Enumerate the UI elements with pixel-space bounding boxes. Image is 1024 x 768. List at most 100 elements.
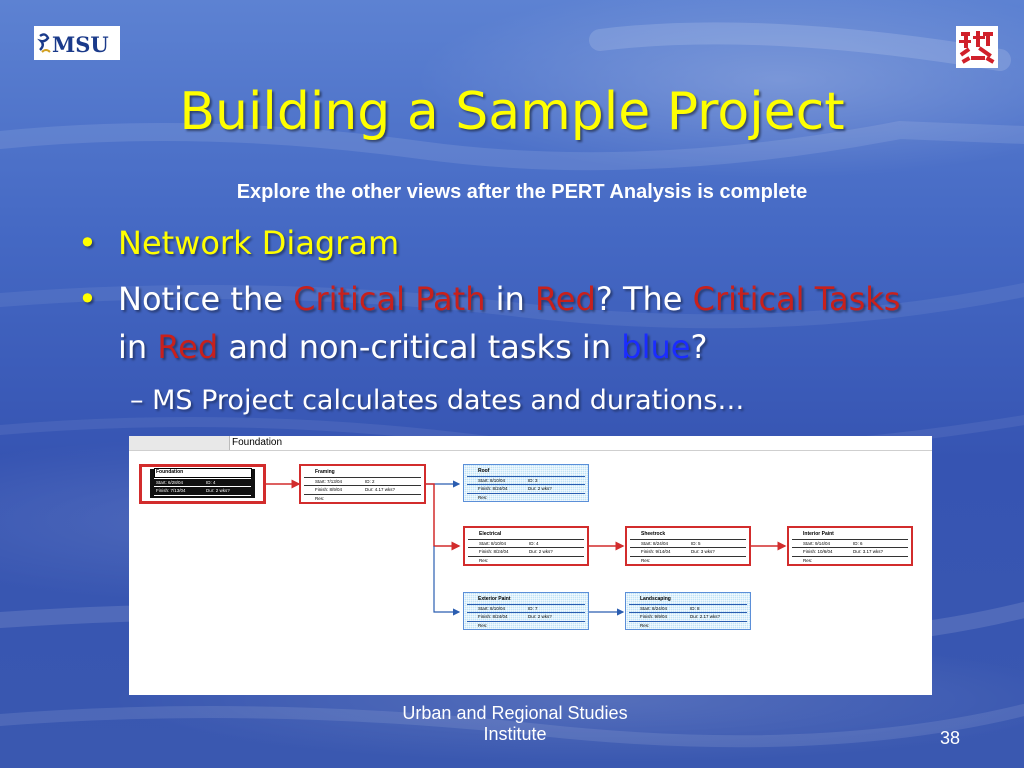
task-name: Framing: [315, 469, 335, 475]
task-divider: [467, 621, 585, 622]
task-finish: Finish: 10/6/04: [803, 549, 833, 554]
task-node-framing[interactable]: Framing Start: 7/13/04 ID: 2 Finish: 8/9…: [299, 464, 426, 504]
task-divider: [468, 547, 584, 548]
task-start: Start: 7/13/04: [315, 479, 343, 484]
red-text: Red: [157, 328, 219, 366]
task-finish: Finish: 8/24/04: [478, 486, 508, 491]
task-divider: [467, 604, 585, 605]
task-node-exterior-paint[interactable]: Exterior Paint Start: 8/10/04 ID: 7 Fini…: [463, 592, 589, 630]
task-node-electrical[interactable]: Electrical Start: 8/10/04 ID: 4 Finish: …: [463, 526, 589, 566]
institute-logo-icon: [959, 31, 995, 64]
task-duration: Dur: 2 wks?: [528, 614, 552, 619]
task-finish: Finish: 9/14/04: [641, 549, 671, 554]
task-duration: Dur: 2 wks?: [529, 549, 553, 554]
msu-logo-text: MSU: [52, 32, 109, 57]
task-name: Roof: [478, 468, 490, 474]
task-divider: [629, 621, 747, 622]
sub-bullet-text: MS Project calculates dates and duration…: [152, 385, 745, 416]
bullet-critical-path-continued: in Red and non-critical tasks in blue?: [118, 328, 707, 366]
task-start: Start: 8/10/04: [478, 478, 506, 483]
task-node-landscaping[interactable]: Landscaping Start: 8/24/04 ID: 8 Finish:…: [625, 592, 751, 630]
bullet-text-part: ?: [690, 328, 708, 366]
task-divider: [629, 604, 747, 605]
institute-logo: [956, 26, 998, 68]
task-id: ID: 6: [853, 541, 863, 546]
task-id: ID: 4: [529, 541, 539, 546]
task-name: Exterior Paint: [478, 596, 511, 602]
slide-subtitle: Explore the other views after the PERT A…: [236, 181, 808, 203]
bullet-dot: •: [78, 224, 97, 262]
diagram-connectors: [266, 479, 787, 616]
task-divider: [467, 484, 585, 485]
task-name: Sheetrock: [641, 531, 666, 537]
page-number: 38: [939, 728, 961, 748]
task-divider: [154, 495, 251, 496]
diagram-header-gutter: [129, 436, 230, 450]
bullet-text-part: in: [485, 280, 535, 318]
task-divider: [467, 493, 585, 494]
task-divider: [630, 556, 746, 557]
task-id: ID: 8: [690, 606, 700, 611]
task-resources: Res:: [803, 558, 813, 563]
task-resources: Res:: [156, 497, 166, 502]
task-divider: [304, 485, 421, 486]
task-duration: Dur: 4.17 wks?: [365, 487, 396, 492]
task-id: ID: 3: [528, 478, 538, 483]
task-duration: Dur: 3 wks?: [691, 549, 715, 554]
task-resources: Res:: [640, 623, 650, 628]
task-divider: [467, 476, 585, 477]
critical-path-text: Critical Path: [293, 280, 486, 318]
task-name: Electrical: [479, 531, 502, 537]
task-node-foundation[interactable]: Foundation Start: 6/28/04 ID: 4 Finish: …: [139, 464, 266, 504]
bullet-text-part: ? The: [595, 280, 693, 318]
connector-framing-electrical: [426, 483, 461, 551]
task-divider: [304, 477, 421, 478]
task-divider: [630, 547, 746, 548]
task-divider: [154, 478, 251, 479]
task-start: Start: 8/10/04: [478, 606, 506, 611]
connector-framing-exterior: [433, 546, 461, 616]
task-node-roof[interactable]: Roof Start: 8/10/04 ID: 3 Finish: 8/24/0…: [463, 464, 589, 502]
task-start: Start: 8/10/04: [479, 541, 507, 546]
bullet-text-part: Notice the: [118, 280, 294, 318]
diagram-header-label: Foundation: [232, 437, 283, 448]
task-duration: Dur: 2 wks?: [528, 486, 552, 491]
bullet-text: Notice the Critical Path in Red? The Cri…: [118, 280, 900, 318]
task-divider: [630, 539, 746, 540]
sub-bullet-dash: –: [130, 385, 153, 416]
diagram-header: Foundation: [129, 436, 932, 451]
network-diagram-screenshot: Foundation Foundation: [129, 436, 932, 695]
task-resources: Res:: [479, 558, 489, 563]
bullet-text-part: in: [118, 328, 158, 366]
task-finish: Finish: 9/9/04: [640, 614, 668, 619]
task-finish: Finish: 8/24/04: [479, 549, 509, 554]
critical-tasks-text: Critical Tasks: [692, 280, 901, 318]
task-divider: [792, 539, 908, 540]
task-divider: [468, 539, 584, 540]
blue-text: blue: [621, 328, 691, 366]
red-text: Red: [535, 280, 596, 318]
task-node-sheetrock[interactable]: Sheetrock Start: 8/24/04 ID: 5 Finish: 9…: [625, 526, 751, 566]
task-finish: Finish: 7/13/04: [156, 488, 186, 493]
task-id: ID: 5: [691, 541, 701, 546]
task-start: Start: 8/24/04: [641, 541, 669, 546]
task-resources: Res:: [478, 623, 488, 628]
task-id: ID: 2: [365, 479, 375, 484]
footer-institute: Urban and Regional Studies Institute: [380, 703, 650, 745]
task-id: ID: 7: [528, 606, 538, 611]
task-divider: [468, 556, 584, 557]
bullet-text-part: and non-critical tasks in: [218, 328, 622, 366]
task-id: ID: 4: [206, 480, 216, 485]
task-divider: [304, 494, 421, 495]
task-node-interior-paint[interactable]: Interior Paint Start: 9/14/04 ID: 6 Fini…: [787, 526, 913, 566]
msu-logo: MSU: [34, 26, 120, 60]
task-duration: Dur: 3.17 wks?: [853, 549, 884, 554]
footer-line: Institute: [483, 724, 547, 744]
task-start: Start: 8/24/04: [640, 606, 668, 611]
task-divider: [154, 486, 251, 487]
slide-title: Building a Sample Project: [179, 82, 845, 142]
task-duration: Dur: 2.17 wks?: [690, 614, 721, 619]
task-name-box: [154, 468, 252, 478]
task-name: Foundation: [156, 469, 184, 475]
